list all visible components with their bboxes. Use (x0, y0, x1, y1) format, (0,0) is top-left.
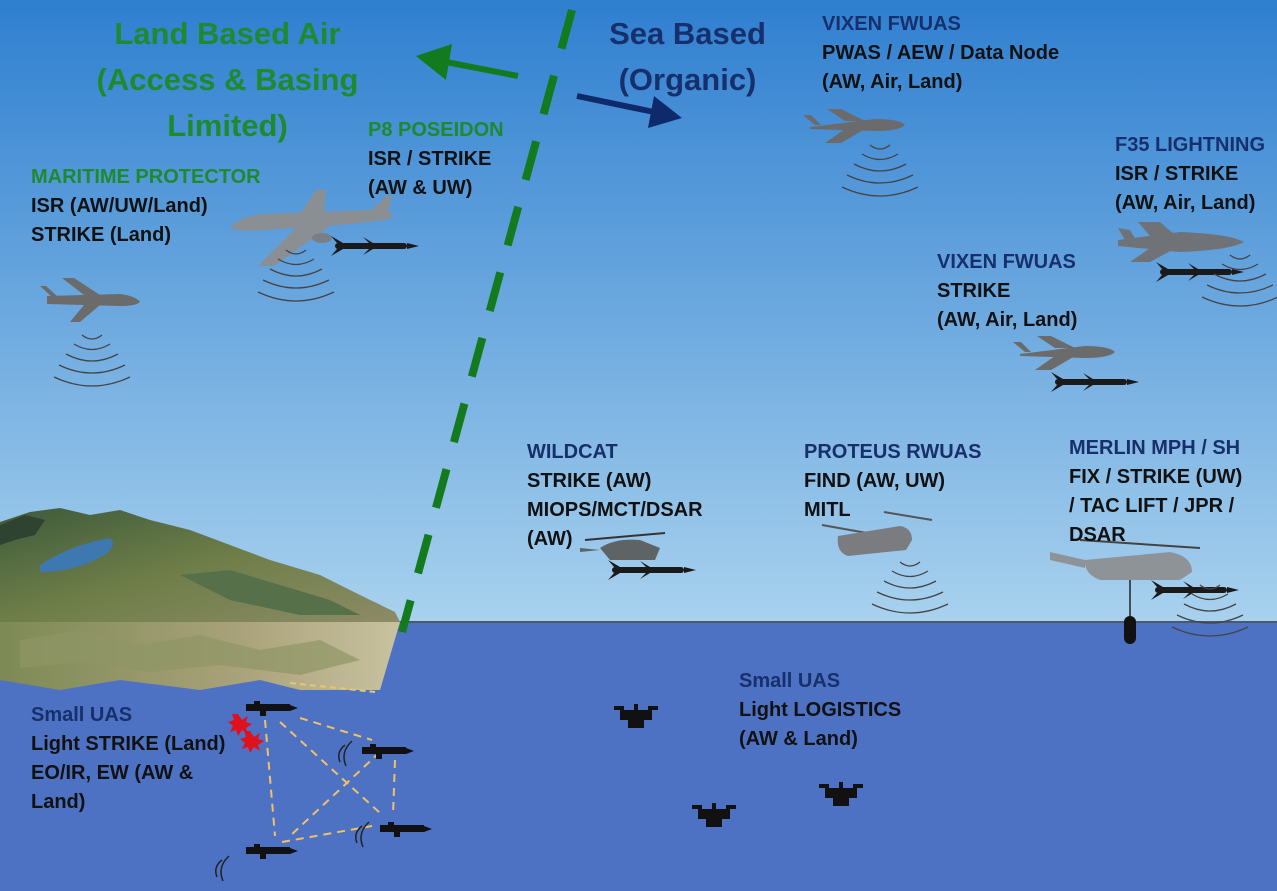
small-uas-logistics-label: Small UAS Light LOGISTICS (AW & Land) (739, 670, 902, 750)
sonobuoy-icon (1124, 616, 1136, 644)
arrow-left-icon (416, 44, 519, 80)
land-based-heading: Land Based Air (Access & Basing Limited) (96, 16, 359, 143)
helicopter-icon (1050, 539, 1201, 618)
helicopter-icon (580, 532, 666, 560)
swarm-links (264, 717, 396, 843)
f35-lightning-label: F35 LIGHTNING ISR / STRIKE (AW, Air, Lan… (1115, 134, 1266, 214)
small-uas-strike-label: Small UAS Light STRIKE (Land) EO/IR, EW … (31, 704, 226, 813)
vixen-fwuas-strike-label: VIXEN FWUAS STRIKE (AW, Air, Land) (937, 251, 1078, 331)
sea-based-heading: Sea Based (Organic) (609, 16, 766, 97)
explosion-icon (228, 714, 264, 753)
maritime-protector-label: MARITIME PROTECTOR ISR (AW/UW/Land) STRI… (31, 166, 261, 246)
coastline-terrain (0, 508, 400, 693)
land-sea-divider (398, 8, 576, 634)
sonar-wave-icon (215, 740, 370, 882)
proteus-rwuas-label: PROTEUS RWUAS FIND (AW, UW) MITL (804, 441, 982, 521)
wildcat-label: WILDCAT STRIKE (AW) MIOPS/MCT/DSAR (AW) (527, 441, 703, 550)
airplane-icon (230, 190, 392, 266)
vixen-fwuas-aew-label: VIXEN FWUAS PWAS / AEW / Data Node (AW, … (822, 13, 1060, 93)
airplane-icon (1118, 222, 1244, 262)
merlin-label: MERLIN MPH / SH FIX / STRIKE (UW) / TAC … (1069, 437, 1243, 546)
arrow-right-icon (576, 93, 682, 128)
p8-poseidon-label: P8 POSEIDON ISR / STRIKE (AW & UW) (368, 119, 504, 199)
sky (0, 0, 1277, 625)
helicopter-icon (821, 511, 933, 556)
